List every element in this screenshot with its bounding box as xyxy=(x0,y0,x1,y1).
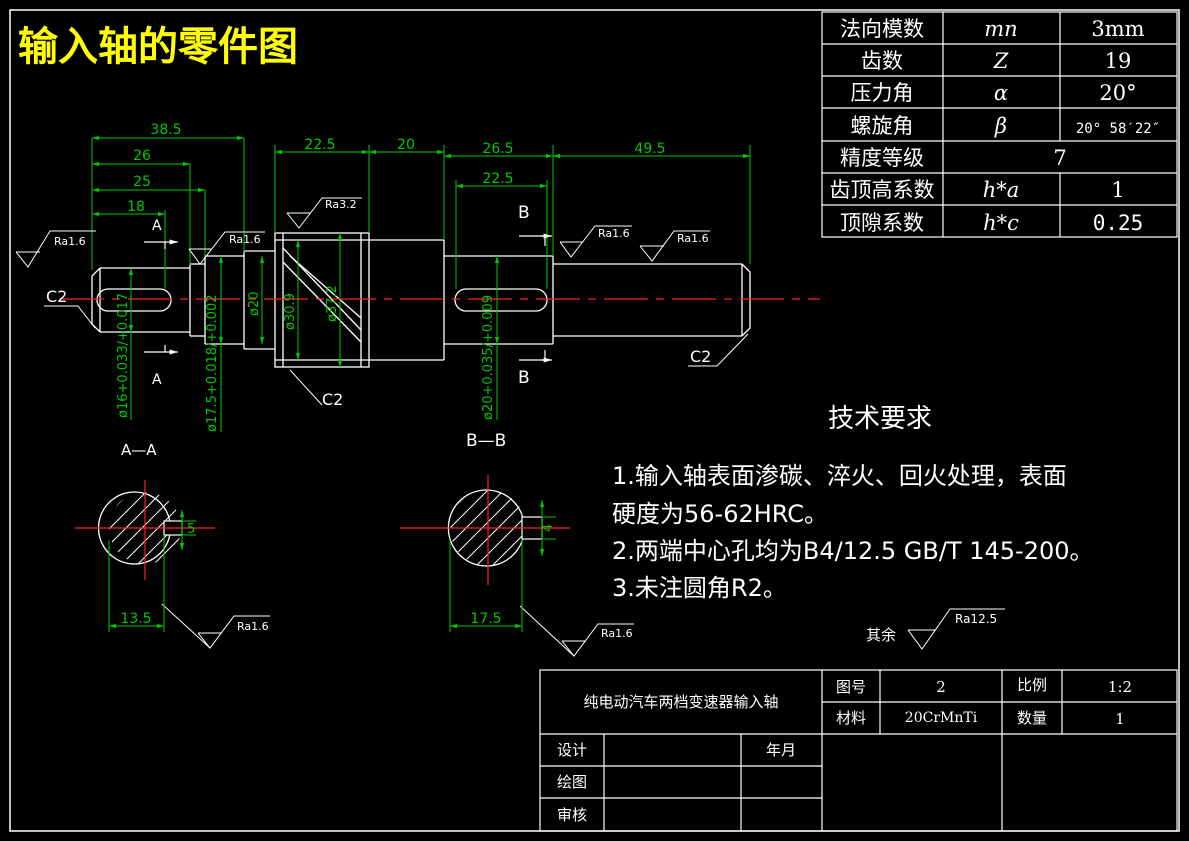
gear-row-value: 0.25 xyxy=(1093,211,1144,235)
dim-22-5b: 22.5 xyxy=(482,171,513,187)
dim-26: 26 xyxy=(133,148,151,164)
gear-row-name: 顶隙系数 xyxy=(840,211,924,235)
gear-row-value: 3mm xyxy=(1091,17,1144,41)
gear-table-text: 法向模数 齿数 压力角 螺旋角 精度等级 齿顶高系数 顶隙系数 mn Z α β… xyxy=(830,17,1161,235)
dim-38-5: 38.5 xyxy=(150,122,181,138)
title-block xyxy=(539,669,1178,832)
dim-phi30-9: ø30.9 xyxy=(283,293,298,330)
gear-row-name: 齿顶高系数 xyxy=(830,178,935,202)
drawing-title: 输入轴的零件图 xyxy=(18,24,298,70)
dim-phi20b: ø20+0.035/+0.009 xyxy=(481,295,496,420)
top-dimension-text: 38.5 26 25 18 22.5 20 26.5 49.5 22.5 xyxy=(127,122,666,215)
section-marker-text: A A B B A—A B—B xyxy=(121,203,530,459)
chamfer-c2-left: C2 xyxy=(46,287,67,306)
section-aa-view: 5 13.5 xyxy=(75,480,215,632)
tech-req-line1: 1.输入轴表面渗碳、淬火、回火处理，表面 xyxy=(612,462,1067,490)
dim-key-aa: 5 xyxy=(187,522,195,537)
diameter-dimension-text: ø16+0.033/+0.017 ø17.5+0.018/+0.002 ø20 … xyxy=(116,285,496,432)
section-a-bottom: A xyxy=(152,372,162,388)
diameter-dimensions xyxy=(128,233,500,432)
gear-row-symbol: α xyxy=(994,81,1008,105)
section-bb-view: 4 17.5 xyxy=(400,475,570,632)
title-block-text: 纯电动汽车两档变速器输入轴 图号 2 比例 1:2 材料 20CrMnTi 数量… xyxy=(557,676,1132,824)
scale-label: 比例 xyxy=(1017,676,1047,694)
dim-26-5: 26.5 xyxy=(482,141,513,157)
material-value: 20CrMnTi xyxy=(905,710,978,726)
section-bb-label: B—B xyxy=(466,431,506,451)
gear-row-value: 20° xyxy=(1099,81,1136,105)
gear-row-symbol: Z xyxy=(993,49,1009,73)
ra16-label: Ra1.6 xyxy=(237,620,269,633)
ra125-label: Ra12.5 xyxy=(955,612,997,626)
ra16-label: Ra1.6 xyxy=(601,627,633,640)
scale-value: 1:2 xyxy=(1108,678,1132,696)
technical-requirements: 技术要求 1.输入轴表面渗碳、淬火、回火处理，表面 硬度为56-62HRC。 2… xyxy=(612,404,1094,602)
ra16-label: Ra1.6 xyxy=(677,232,709,245)
dim-22-5a: 22.5 xyxy=(304,137,335,153)
section-aa-label: A—A xyxy=(121,441,157,459)
gear-row-value: 7 xyxy=(1053,146,1066,170)
section-b-top: B xyxy=(518,203,530,223)
gear-row-name: 法向模数 xyxy=(840,17,924,41)
tech-req-title: 技术要求 xyxy=(828,404,932,434)
gear-row-value: 19 xyxy=(1105,49,1132,73)
dim-phi37-2: ø37.2 xyxy=(325,285,340,322)
review-label: 审核 xyxy=(557,806,587,824)
gear-row-name: 精度等级 xyxy=(840,146,924,170)
drawing-no: 2 xyxy=(936,678,946,696)
dim-phi16: ø16+0.033/+0.017 xyxy=(116,293,131,418)
ra16-label: Ra1.6 xyxy=(229,233,261,246)
gear-row-name: 压力角 xyxy=(851,81,914,105)
dim-25: 25 xyxy=(133,174,151,190)
rest-label: 其余 xyxy=(866,626,896,644)
ra32-label: Ra3.2 xyxy=(325,198,357,211)
dim-18: 18 xyxy=(127,199,145,215)
dim-49-5: 49.5 xyxy=(634,141,665,157)
dim-17-5: 17.5 xyxy=(470,611,501,627)
gear-row-symbol: h*a xyxy=(983,178,1020,202)
gear-row-symbol: β xyxy=(994,114,1007,138)
gear-parameter-table xyxy=(821,11,1178,238)
tech-req-line4: 3.未注圆角R2。 xyxy=(612,574,787,602)
top-dimensions xyxy=(91,135,751,289)
gear-row-name: 螺旋角 xyxy=(851,114,914,138)
ra16-label: Ra1.6 xyxy=(598,227,630,240)
ra16-label: Ra1.6 xyxy=(54,235,86,248)
dim-13-5: 13.5 xyxy=(120,611,151,627)
dim-key-bb: 4 xyxy=(541,524,556,532)
chamfer-text: C2 C2 C2 xyxy=(46,287,711,409)
qty-value: 1 xyxy=(1115,710,1125,728)
chamfer-leaders xyxy=(44,305,749,406)
gear-row-value: 1 xyxy=(1111,178,1124,202)
shaft-outline xyxy=(91,232,751,368)
chamfer-c2-mid: C2 xyxy=(322,390,343,409)
roughness-text: Ra1.6 Ra1.6 Ra3.2 Ra1.6 Ra1.6 Ra1.6 Ra1.… xyxy=(54,198,997,644)
gear-row-value: 20° 58′22″ xyxy=(1076,121,1160,137)
tech-req-line2: 硬度为56-62HRC。 xyxy=(612,500,828,528)
material-label: 材料 xyxy=(836,709,866,727)
gear-row-symbol: h*c xyxy=(983,211,1019,235)
chamfer-c2-right: C2 xyxy=(690,347,711,366)
design-label: 设计 xyxy=(557,741,587,759)
date-label: 年月 xyxy=(766,741,796,759)
section-a-top: A xyxy=(152,218,162,234)
tech-req-line3: 2.两端中心孔均为B4/12.5 GB/T 145-200。 xyxy=(612,537,1094,565)
dim-20: 20 xyxy=(397,137,415,153)
qty-label: 数量 xyxy=(1017,709,1047,727)
gear-row-name: 齿数 xyxy=(861,49,903,73)
section-b-bottom: B xyxy=(518,368,530,388)
roughness-symbols xyxy=(15,197,1005,657)
dim-phi20: ø20 xyxy=(247,292,262,317)
gear-row-symbol: mn xyxy=(984,17,1017,41)
drawing-no-label: 图号 xyxy=(836,678,866,696)
part-name: 纯电动汽车两档变速器输入轴 xyxy=(583,693,778,711)
dim-phi17-5: ø17.5+0.018/+0.002 xyxy=(205,295,220,433)
section-markers xyxy=(144,233,552,363)
draw-label: 绘图 xyxy=(557,773,587,791)
